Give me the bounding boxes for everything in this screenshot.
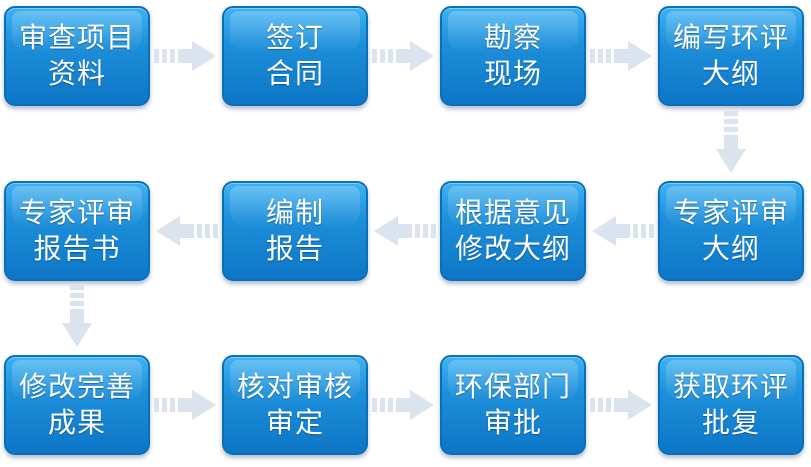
arrow-left-icon	[156, 216, 218, 246]
step-label-line: 编制	[265, 196, 324, 229]
step-label-line: 成果	[47, 406, 106, 439]
step-label-line: 勘察	[483, 21, 542, 54]
arrow-right-icon	[372, 41, 434, 71]
step-obtain-eia-reply: 获取环评 批复	[658, 355, 804, 455]
step-label-line: 报告书	[33, 232, 121, 265]
step-label-line: 编写环评	[672, 21, 789, 54]
step-label-line: 专家评审	[18, 196, 135, 229]
arrow-down-icon	[716, 111, 746, 173]
step-label-line: 修改完善	[18, 370, 135, 403]
step-compile-report: 编制 报告	[222, 181, 368, 281]
step-label-line: 环保部门	[454, 370, 571, 403]
arrow-left-icon	[592, 216, 654, 246]
step-label-line: 核对审核	[236, 370, 353, 403]
step-finalize-results: 修改完善 成果	[4, 355, 150, 455]
step-label-line: 专家评审	[672, 196, 789, 229]
arrow-right-icon	[154, 41, 216, 71]
step-sign-contract: 签订 合同	[222, 6, 368, 106]
arrow-right-icon	[372, 390, 434, 420]
arrow-down-icon	[62, 285, 92, 347]
step-write-eia-outline: 编写环评 大纲	[658, 6, 804, 106]
arrow-right-icon	[590, 41, 652, 71]
step-label-line: 报告	[265, 232, 324, 265]
step-label-line: 大纲	[701, 57, 760, 90]
step-label-line: 获取环评	[672, 370, 789, 403]
step-expert-review-report: 专家评审 报告书	[4, 181, 150, 281]
step-label-line: 审定	[265, 406, 324, 439]
step-label-line: 签订	[265, 21, 324, 54]
step-label-line: 批复	[701, 406, 760, 439]
step-authority-approval: 环保部门 审批	[440, 355, 586, 455]
step-label-line: 审批	[483, 406, 542, 439]
step-label-line: 资料	[47, 57, 106, 90]
step-verify-approve: 核对审核 审定	[222, 355, 368, 455]
step-expert-review-outline: 专家评审 大纲	[658, 181, 804, 281]
step-site-survey: 勘察 现场	[440, 6, 586, 106]
step-label-line: 合同	[265, 57, 324, 90]
step-label-line: 审查项目	[18, 21, 135, 54]
step-review-project-materials: 审查项目 资料	[4, 6, 150, 106]
step-label-line: 修改大纲	[454, 232, 571, 265]
arrow-left-icon	[374, 216, 436, 246]
step-label-line: 现场	[483, 57, 542, 90]
step-revise-outline: 根据意见 修改大纲	[440, 181, 586, 281]
step-label-line: 根据意见	[454, 196, 571, 229]
step-label-line: 大纲	[701, 232, 760, 265]
arrow-right-icon	[154, 390, 216, 420]
arrow-right-icon	[590, 390, 652, 420]
